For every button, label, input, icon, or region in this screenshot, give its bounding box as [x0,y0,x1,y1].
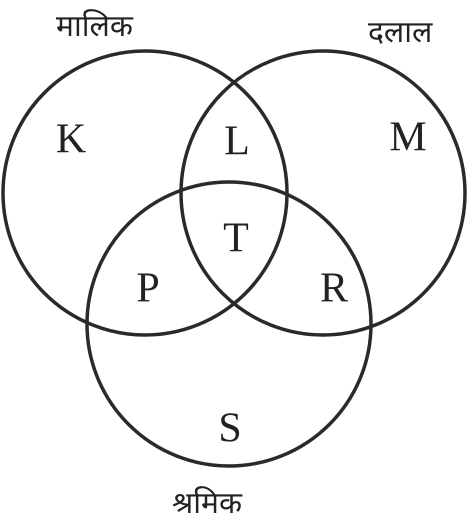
region-owner-broker: L [224,119,250,165]
broker-circle [179,49,467,337]
region-worker-only: S [218,406,241,452]
worker-set-label: श्रमिक [172,486,243,521]
broker-set-label: दलाल [368,15,433,50]
region-all-three: T [223,216,249,262]
worker-circle [85,180,373,468]
region-owner-worker: P [136,266,159,312]
region-owner-only: K [56,117,86,163]
region-broker-only: M [389,115,426,161]
owner-set-label: मालिक [56,9,134,44]
region-broker-worker: R [320,266,348,312]
